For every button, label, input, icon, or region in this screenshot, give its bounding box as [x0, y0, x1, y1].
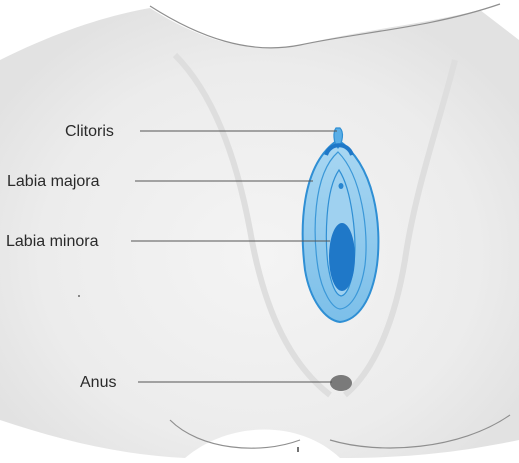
labia-minora-label: Labia minora — [6, 233, 99, 251]
anus-label: Anus — [80, 374, 116, 392]
vaginal-opening — [329, 223, 355, 291]
urethral-opening — [339, 183, 344, 189]
anus-mark — [330, 375, 352, 391]
small-dot-mark — [78, 295, 80, 297]
labia-majora-label: Labia majora — [7, 173, 100, 191]
clitoris-label: Clitoris — [65, 123, 114, 141]
